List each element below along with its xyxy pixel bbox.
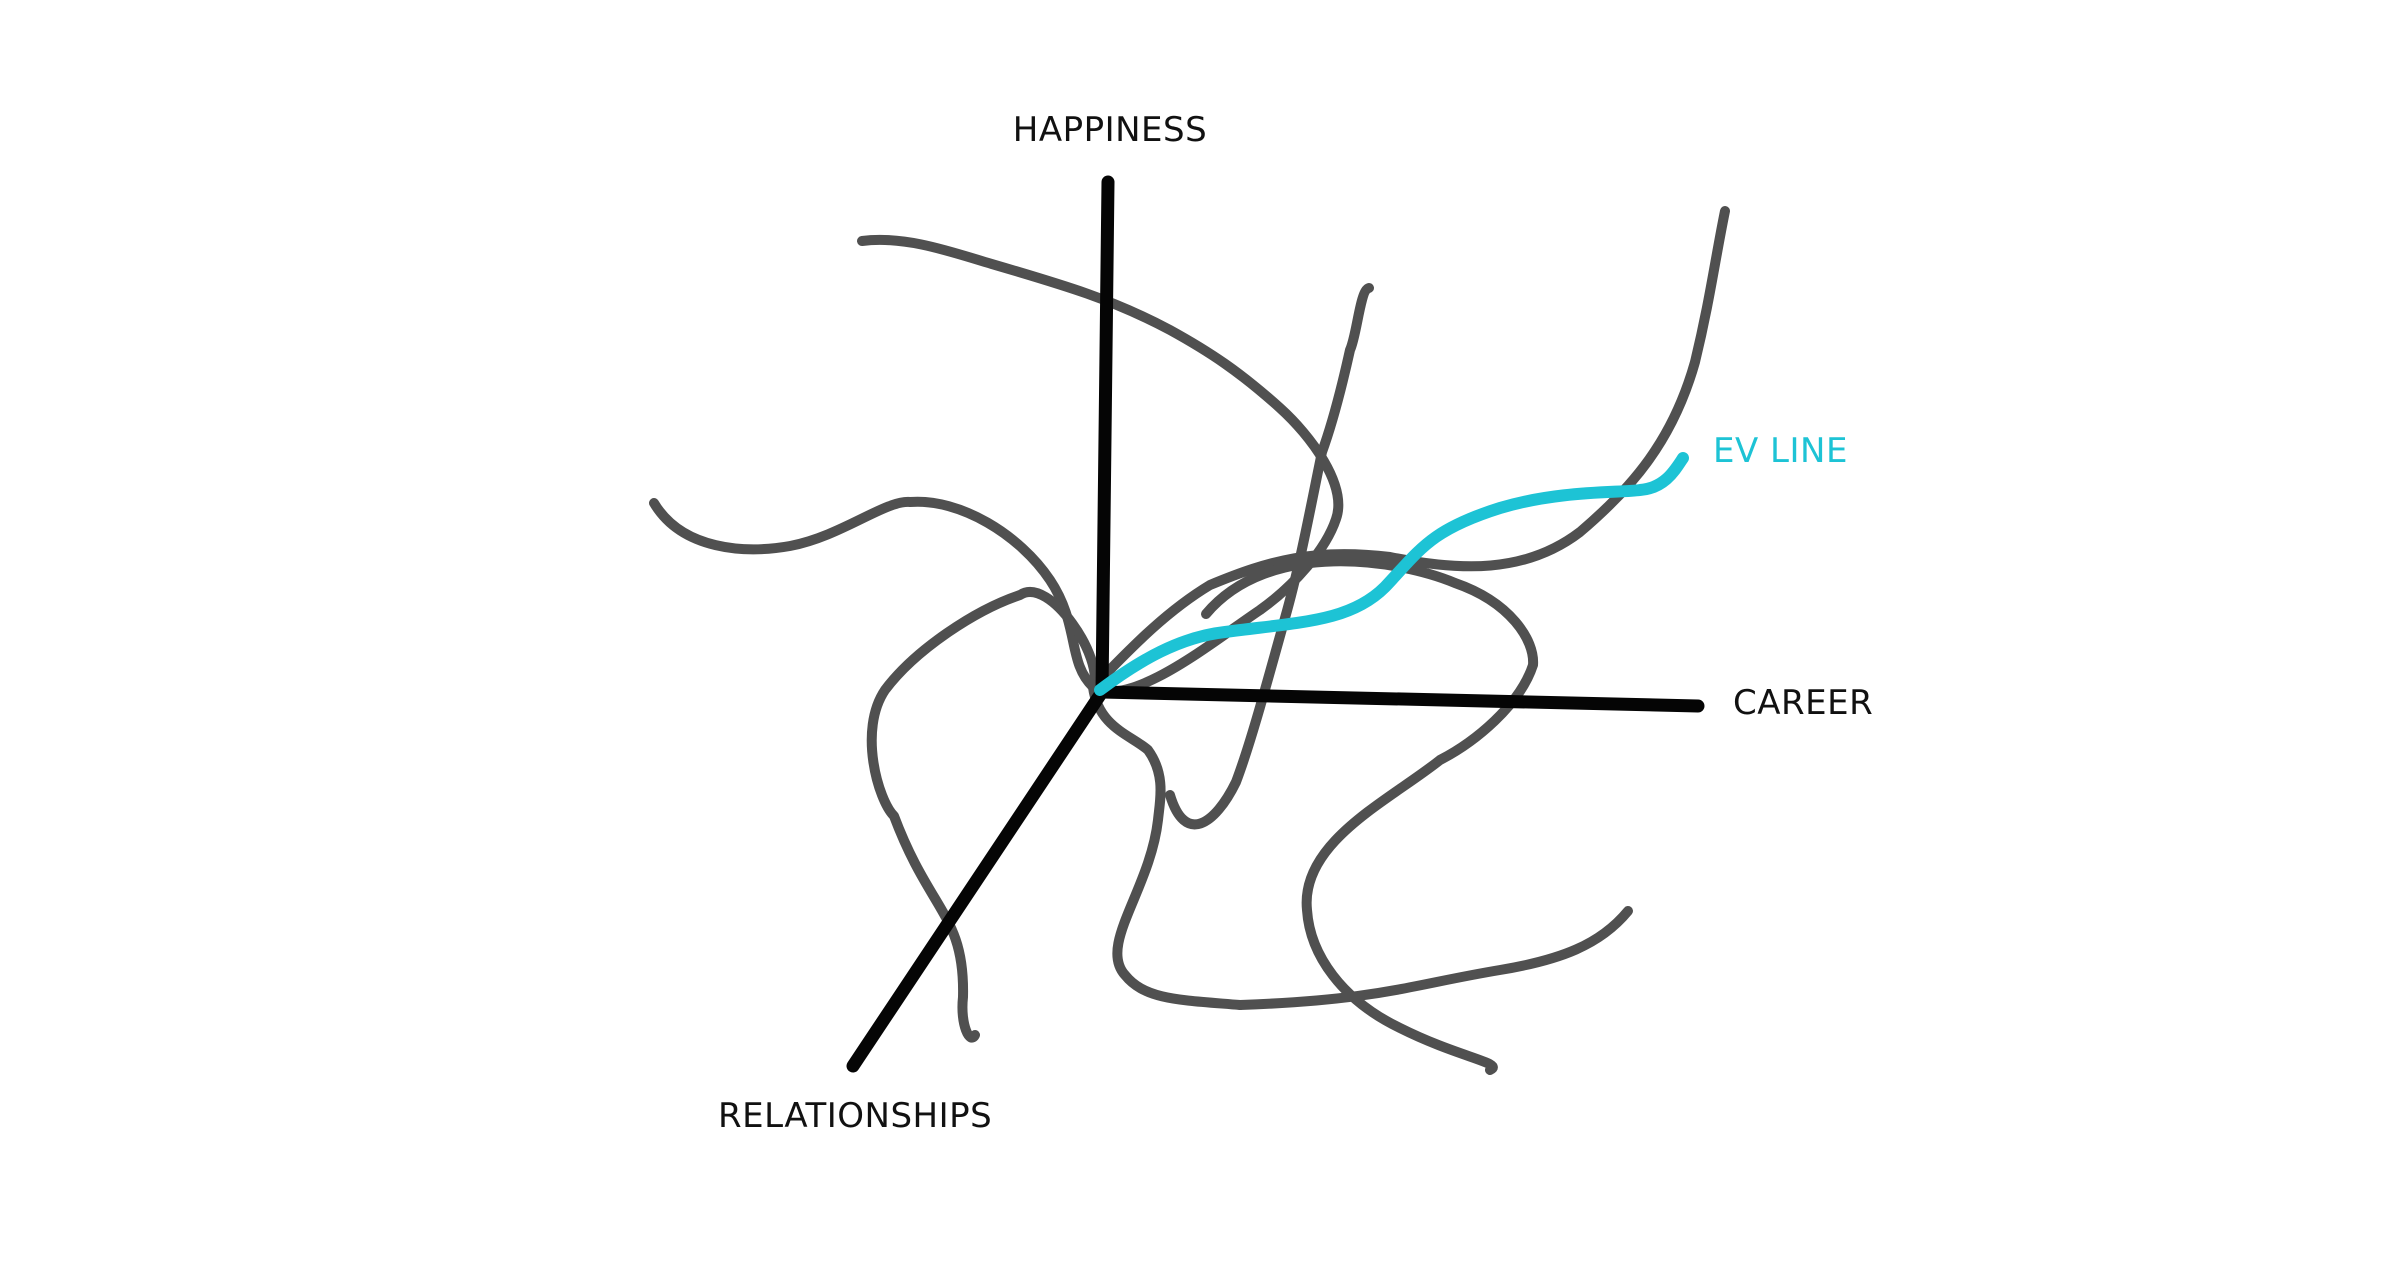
path-middle-vertical <box>1165 283 1374 830</box>
ev-line-label: EV LINE <box>1713 431 1848 471</box>
career-label: CAREER <box>1733 683 1873 723</box>
axes <box>846 175 1705 1073</box>
career-axis <box>1095 685 1705 713</box>
happiness-axis <box>1095 175 1115 699</box>
relationships-axis <box>846 685 1109 1073</box>
ev-line <box>1094 452 1689 696</box>
path-top-left-swoop <box>857 234 1344 1010</box>
path-left-loop-down <box>866 587 1100 1043</box>
path-bottom-right-tail <box>1235 906 1633 1010</box>
path-right-loop-down <box>1201 556 1539 1075</box>
happiness-label: HAPPINESS <box>1013 110 1207 150</box>
life-paths <box>649 206 1730 1075</box>
path-right-rise <box>1088 206 1730 692</box>
relationships-label: RELATIONSHIPS <box>718 1096 992 1136</box>
